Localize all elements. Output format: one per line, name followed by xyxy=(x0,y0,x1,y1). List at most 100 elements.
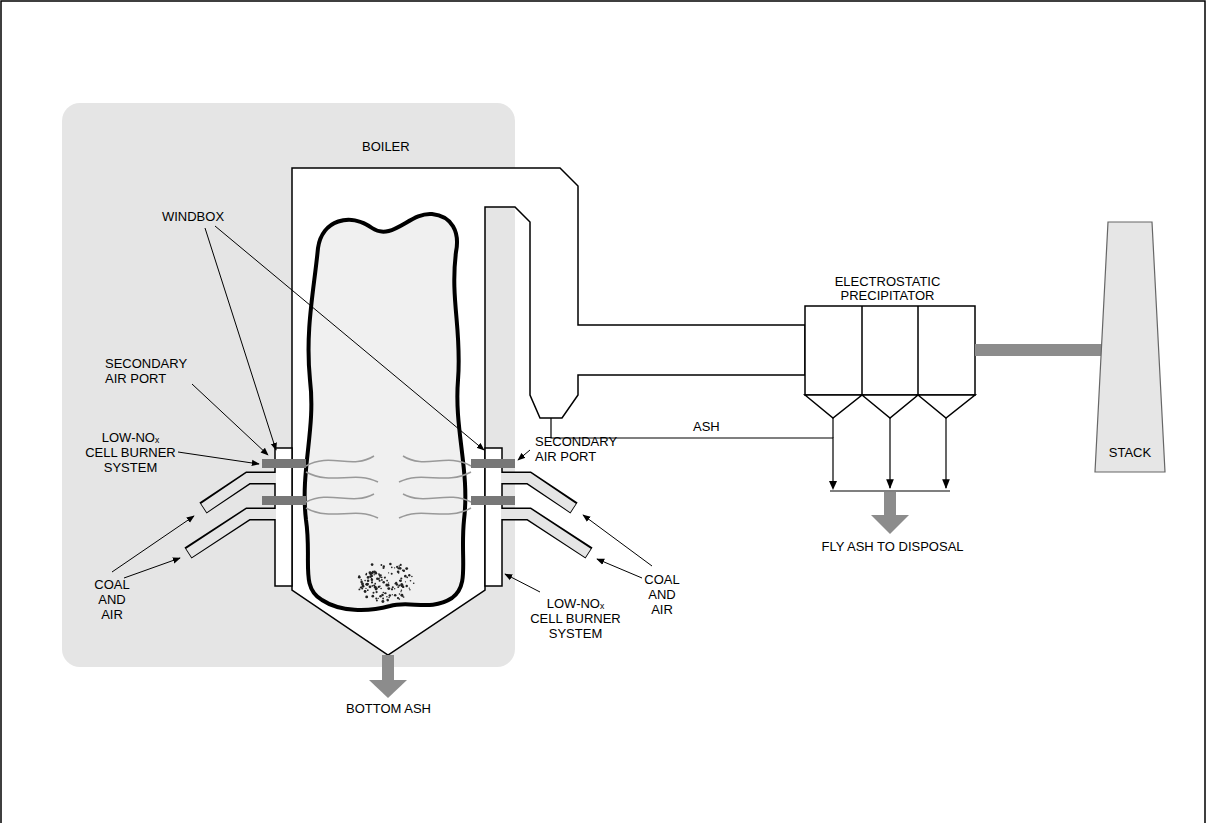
ash-dot xyxy=(365,574,367,576)
ash-dot xyxy=(379,577,380,578)
ash-dot xyxy=(409,589,410,590)
ash-dot xyxy=(400,580,402,582)
ash-dot xyxy=(365,583,368,586)
ash-dot xyxy=(400,577,402,579)
right-windbox xyxy=(485,448,502,586)
edge-label: ASH xyxy=(691,419,722,434)
secondary-air-ports xyxy=(262,459,515,505)
ash-dot xyxy=(386,596,388,598)
ash-dot xyxy=(369,585,372,588)
ash-dot xyxy=(379,580,381,582)
ash-dot xyxy=(375,591,377,593)
ash-dot xyxy=(381,600,384,603)
ash-dot xyxy=(364,590,365,591)
ash-dot xyxy=(406,576,408,578)
ash-dot xyxy=(382,598,384,600)
ash-dot xyxy=(408,574,410,576)
callout-label: WINDBOX xyxy=(161,209,225,224)
ash-dot xyxy=(401,590,403,592)
ash-dot xyxy=(387,584,390,587)
ash-dot xyxy=(395,582,397,584)
arrow-head xyxy=(829,481,837,490)
ash-dot xyxy=(366,573,367,574)
ash-dot xyxy=(382,581,385,584)
node-text: STACK xyxy=(1109,445,1151,460)
ash-dot xyxy=(383,592,384,593)
ash-dot xyxy=(371,563,374,566)
ash-dot xyxy=(410,580,412,582)
ash-collection-lines xyxy=(551,418,950,491)
ash-dot xyxy=(385,592,387,594)
ash-dot xyxy=(366,583,369,586)
electrostatic-precipitator-box xyxy=(805,306,975,418)
bottom-ash-particles xyxy=(358,563,415,603)
ash-dot xyxy=(411,576,413,578)
ash-dot xyxy=(398,565,400,567)
leader-lines xyxy=(112,226,652,592)
ash-dot xyxy=(400,583,403,586)
ash-dot xyxy=(376,600,378,602)
ash-dot xyxy=(374,574,375,575)
ash-dot xyxy=(394,567,395,568)
callout-label: LOW-NOₓ CELL BURNER SYSTEM xyxy=(85,430,176,475)
node-text: ELECTROSTATIC PRECIPITATOR xyxy=(800,275,975,303)
ash-dot xyxy=(378,578,380,580)
ash-dot xyxy=(405,567,408,570)
connector-line xyxy=(580,438,833,482)
ash-dot xyxy=(374,583,376,585)
ash-dot xyxy=(379,585,381,587)
ash-dot xyxy=(405,585,407,587)
ash-dot xyxy=(365,595,368,598)
callout-label: COAL AND AIR xyxy=(94,577,130,622)
ash-dot xyxy=(397,586,399,588)
ash-dot xyxy=(413,582,415,584)
ash-dot xyxy=(371,581,373,583)
ash-dot xyxy=(386,599,389,602)
ash-dot xyxy=(367,580,370,583)
ash-dot xyxy=(394,594,397,597)
ash-dot xyxy=(388,597,389,598)
ash-dot xyxy=(358,575,360,577)
ash-dot xyxy=(397,597,399,599)
ash-dot xyxy=(371,585,373,587)
ash-dot xyxy=(371,579,374,582)
callout-label: SECONDARY AIR PORT xyxy=(535,434,618,464)
stack-chimney: STACK xyxy=(1095,222,1165,472)
callout-label: FLY ASH TO DISPOSAL xyxy=(821,539,964,554)
ash-dot xyxy=(375,597,377,599)
coal-air-pipes xyxy=(188,478,589,553)
ash-dot xyxy=(404,575,406,577)
ash-dot xyxy=(371,575,373,577)
callout-label: COAL AND AIR xyxy=(644,572,680,617)
ash-dot xyxy=(381,579,383,581)
ash-dot xyxy=(364,580,366,582)
ash-dot xyxy=(381,577,383,579)
ash-dot xyxy=(371,572,374,575)
ash-discharge-arrows xyxy=(369,492,909,698)
ash-dot xyxy=(409,588,410,589)
ash-dot xyxy=(358,576,361,579)
ash-dot xyxy=(360,587,362,589)
ash-dot xyxy=(401,584,404,587)
ash-dot xyxy=(371,595,374,598)
ash-dot xyxy=(367,589,369,591)
ash-dot xyxy=(392,594,393,595)
ash-dot xyxy=(361,588,363,590)
stack-shape xyxy=(1095,222,1165,472)
ash-dot xyxy=(391,588,393,590)
boiler-vessel: BOILER xyxy=(292,138,580,655)
ash-dot xyxy=(394,588,395,589)
ash-dot xyxy=(379,595,381,597)
furnace-flame-zone xyxy=(305,214,466,610)
ash-dot xyxy=(386,580,388,582)
stack-outline xyxy=(1095,222,1165,472)
ash-flow-line xyxy=(580,438,837,490)
ash-dot xyxy=(367,583,368,584)
precipitator-unit: ELECTROSTATIC PRECIPITATOR xyxy=(800,274,975,490)
ash-dot xyxy=(391,573,393,575)
ash-dot xyxy=(373,592,375,594)
ash-dot xyxy=(378,586,380,588)
